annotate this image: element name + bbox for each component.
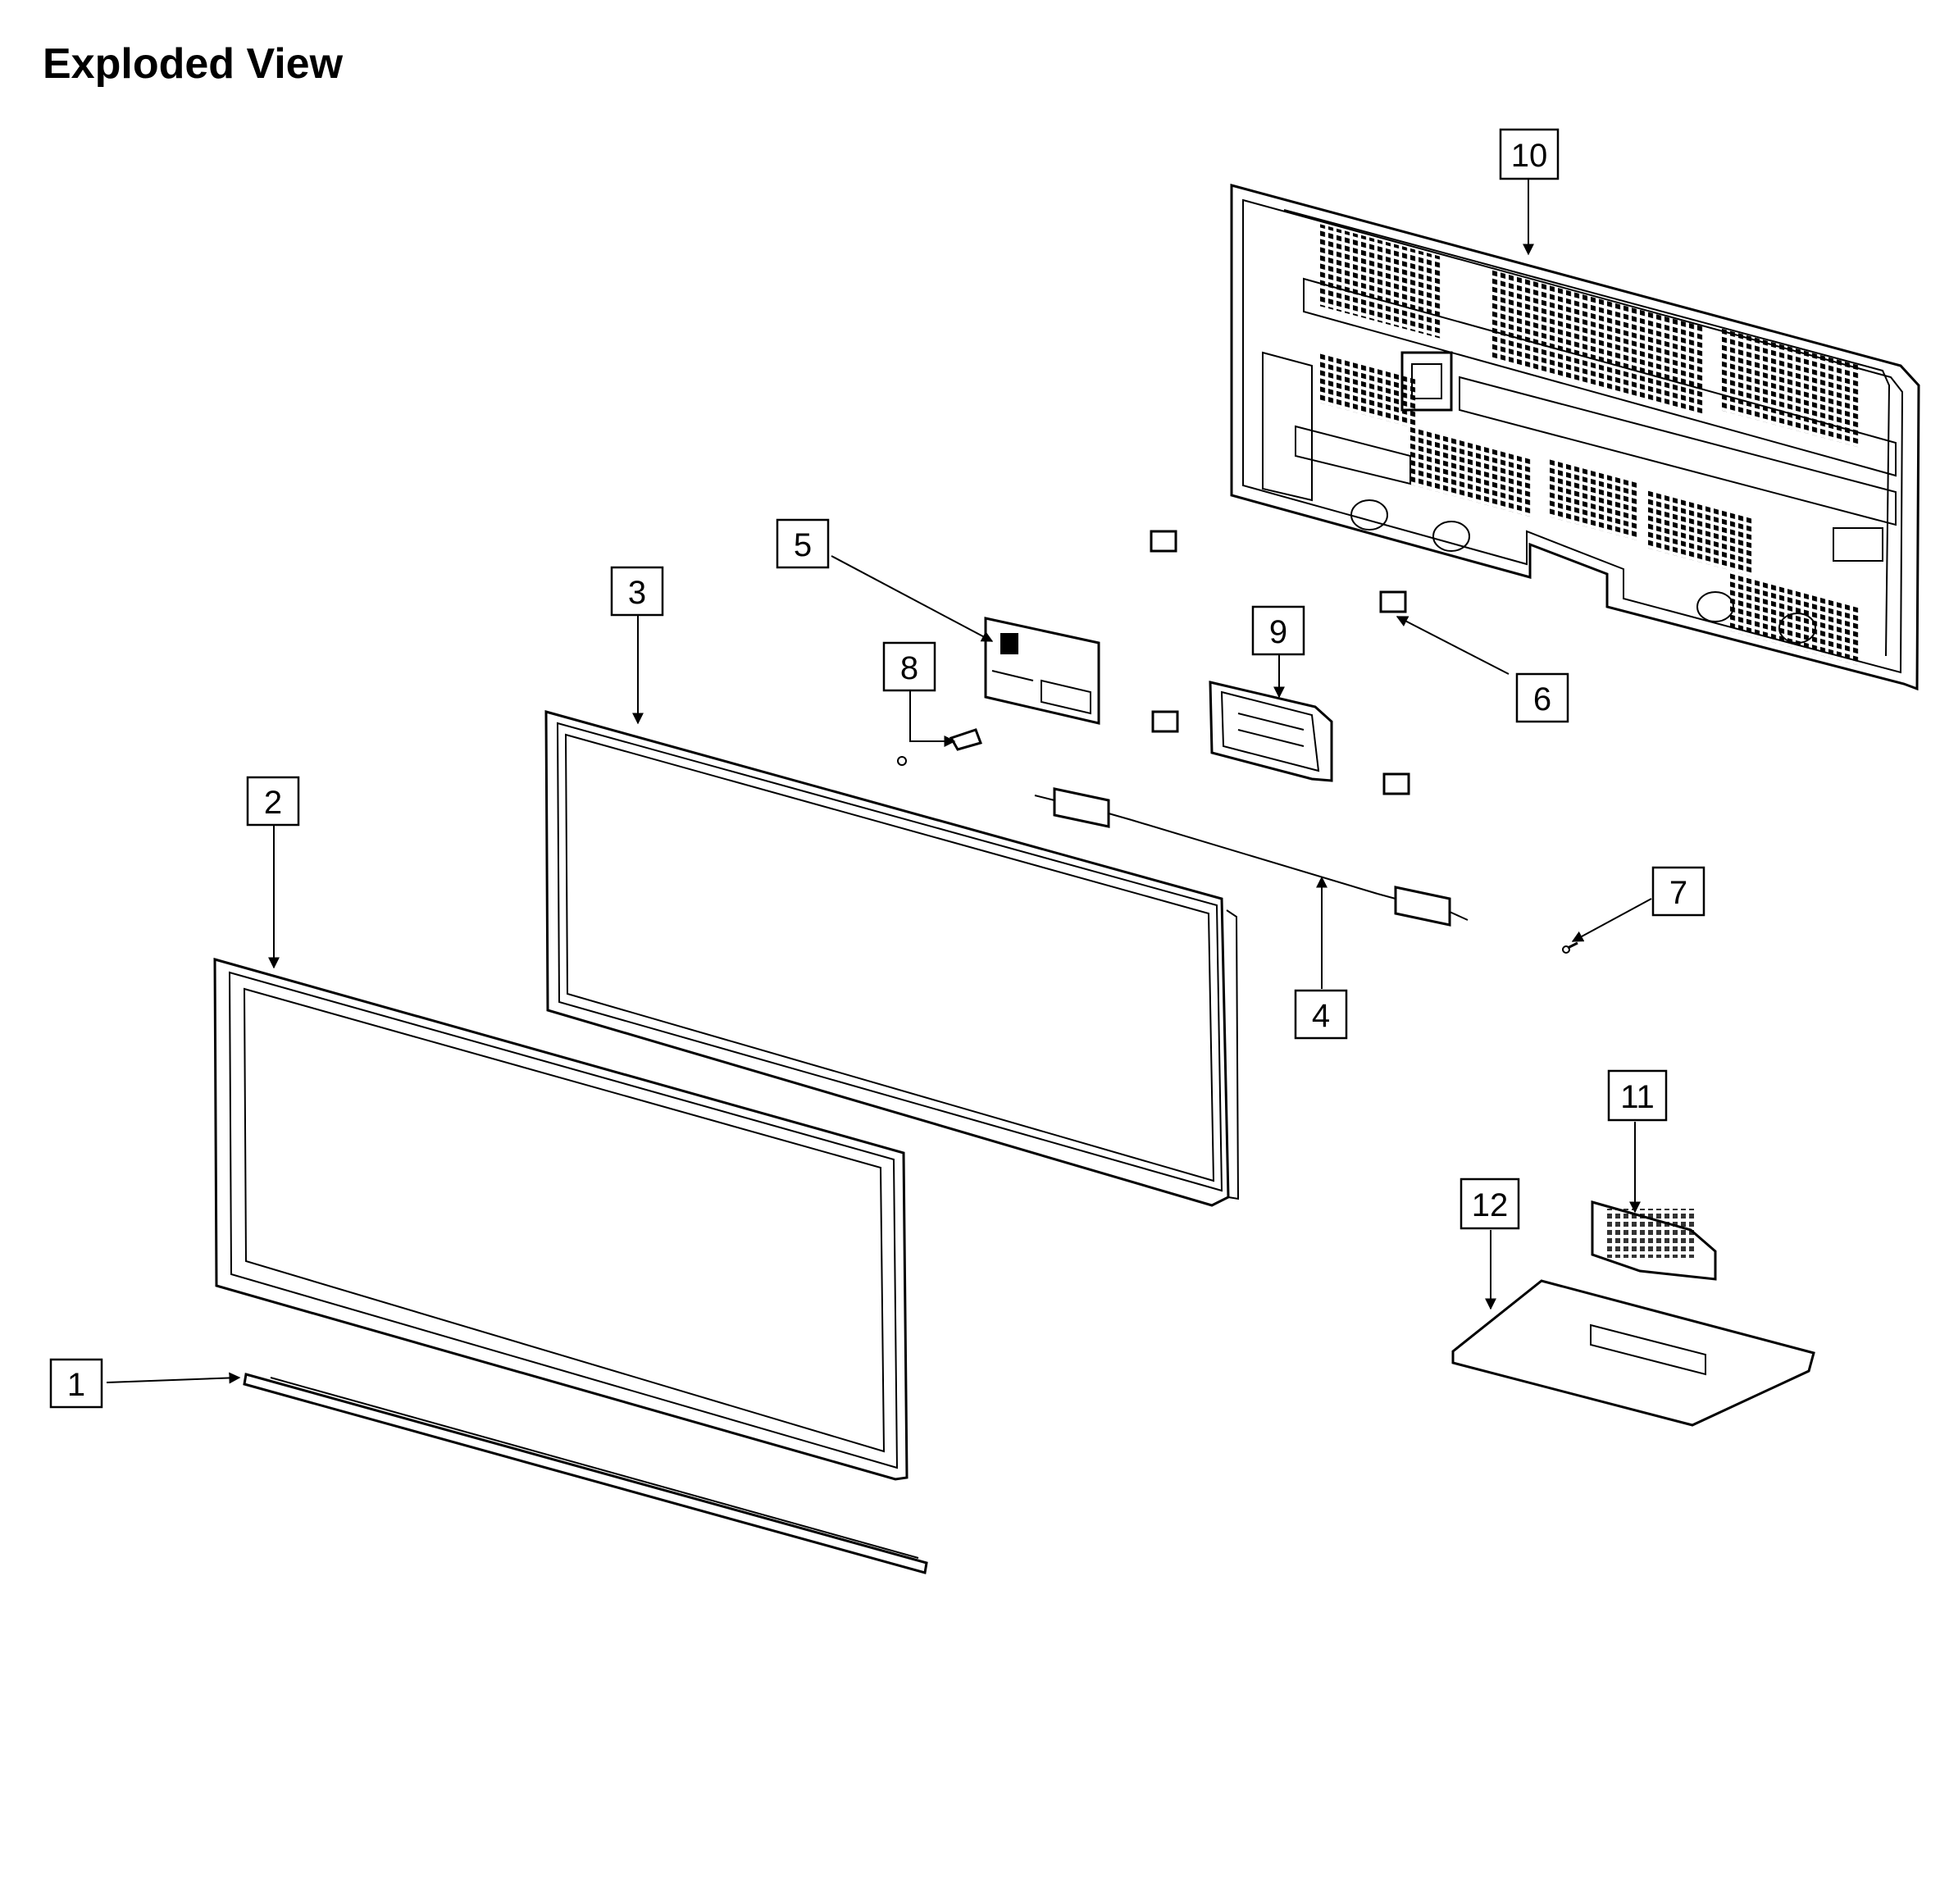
bottom-strip-part [243, 1373, 928, 1574]
rear-cover-part [1230, 184, 1920, 691]
speaker-parts [1034, 787, 1469, 927]
stand-neck-part [1591, 1200, 1717, 1281]
front-bezel-part [213, 958, 909, 1481]
callout-6: 6 [1515, 672, 1569, 723]
callout-2: 2 [246, 776, 300, 827]
panel-module-part [544, 710, 1240, 1207]
screw-part [1562, 941, 1578, 954]
callout-9: 9 [1251, 605, 1305, 656]
callout-1: 1 [49, 1358, 103, 1409]
callout-label-4: 4 [1312, 998, 1330, 1034]
callout-label-6: 6 [1533, 681, 1551, 717]
callout-label-8: 8 [900, 650, 918, 686]
callout-label-1: 1 [67, 1367, 85, 1403]
callout-label-7: 7 [1669, 875, 1687, 911]
callout-label-12: 12 [1472, 1187, 1509, 1223]
callout-4: 4 [1294, 989, 1348, 1040]
callout-label-11: 11 [1620, 1079, 1655, 1115]
clip-parts [1150, 530, 1410, 795]
callout-label-5: 5 [794, 527, 812, 563]
callout-8: 8 [882, 641, 936, 692]
callout-label-2: 2 [264, 785, 282, 821]
leader-lines [106, 179, 1652, 1384]
callout-3: 3 [610, 566, 664, 617]
callout-10: 10 [1499, 128, 1560, 180]
stand-base-part [1451, 1279, 1815, 1427]
callout-11: 11 [1607, 1069, 1668, 1122]
callout-label-10: 10 [1511, 138, 1548, 174]
callout-label-3: 3 [628, 575, 646, 611]
callout-12: 12 [1460, 1177, 1520, 1230]
callout-label-9: 9 [1269, 614, 1287, 650]
callout-5: 5 [776, 518, 830, 569]
main-board-part [984, 617, 1100, 725]
bracket-part [1209, 681, 1333, 782]
callout-7: 7 [1651, 866, 1705, 917]
page-title: Exploded View [43, 40, 344, 88]
